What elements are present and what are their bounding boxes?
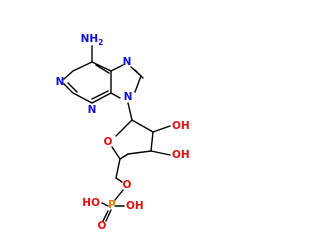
oh-3-bond <box>150 150 171 156</box>
ribose-ring-bonds <box>111 119 154 160</box>
p-oh-right-label: OH <box>126 200 144 212</box>
pyrimidine-ring-bonds <box>63 45 112 104</box>
oh-2-label: OH <box>172 120 190 132</box>
p-double-oxygen-label: O <box>98 220 107 232</box>
nh2-label: NH2 <box>81 33 104 47</box>
glycosidic-bond <box>127 102 133 121</box>
n9-label: N <box>124 91 133 103</box>
phosphate-chain-bonds <box>101 158 125 222</box>
ring-oxygen-label: O <box>104 136 113 148</box>
n3-label: N <box>88 104 97 116</box>
n7-label: N <box>123 56 132 68</box>
ester-oxygen-label: O <box>123 179 132 191</box>
p-ho-left-label: HO <box>82 197 100 209</box>
oh-3-label: OH <box>172 149 190 161</box>
n1-label: N <box>56 76 65 88</box>
oh-2-bond <box>152 125 171 133</box>
phosphorus-label: P <box>108 199 116 211</box>
adenosine-monophosphate-structure: NH2 N N N N O OH OH O P HO OH O <box>56 33 190 232</box>
imidazole-ring-bonds <box>110 64 144 99</box>
